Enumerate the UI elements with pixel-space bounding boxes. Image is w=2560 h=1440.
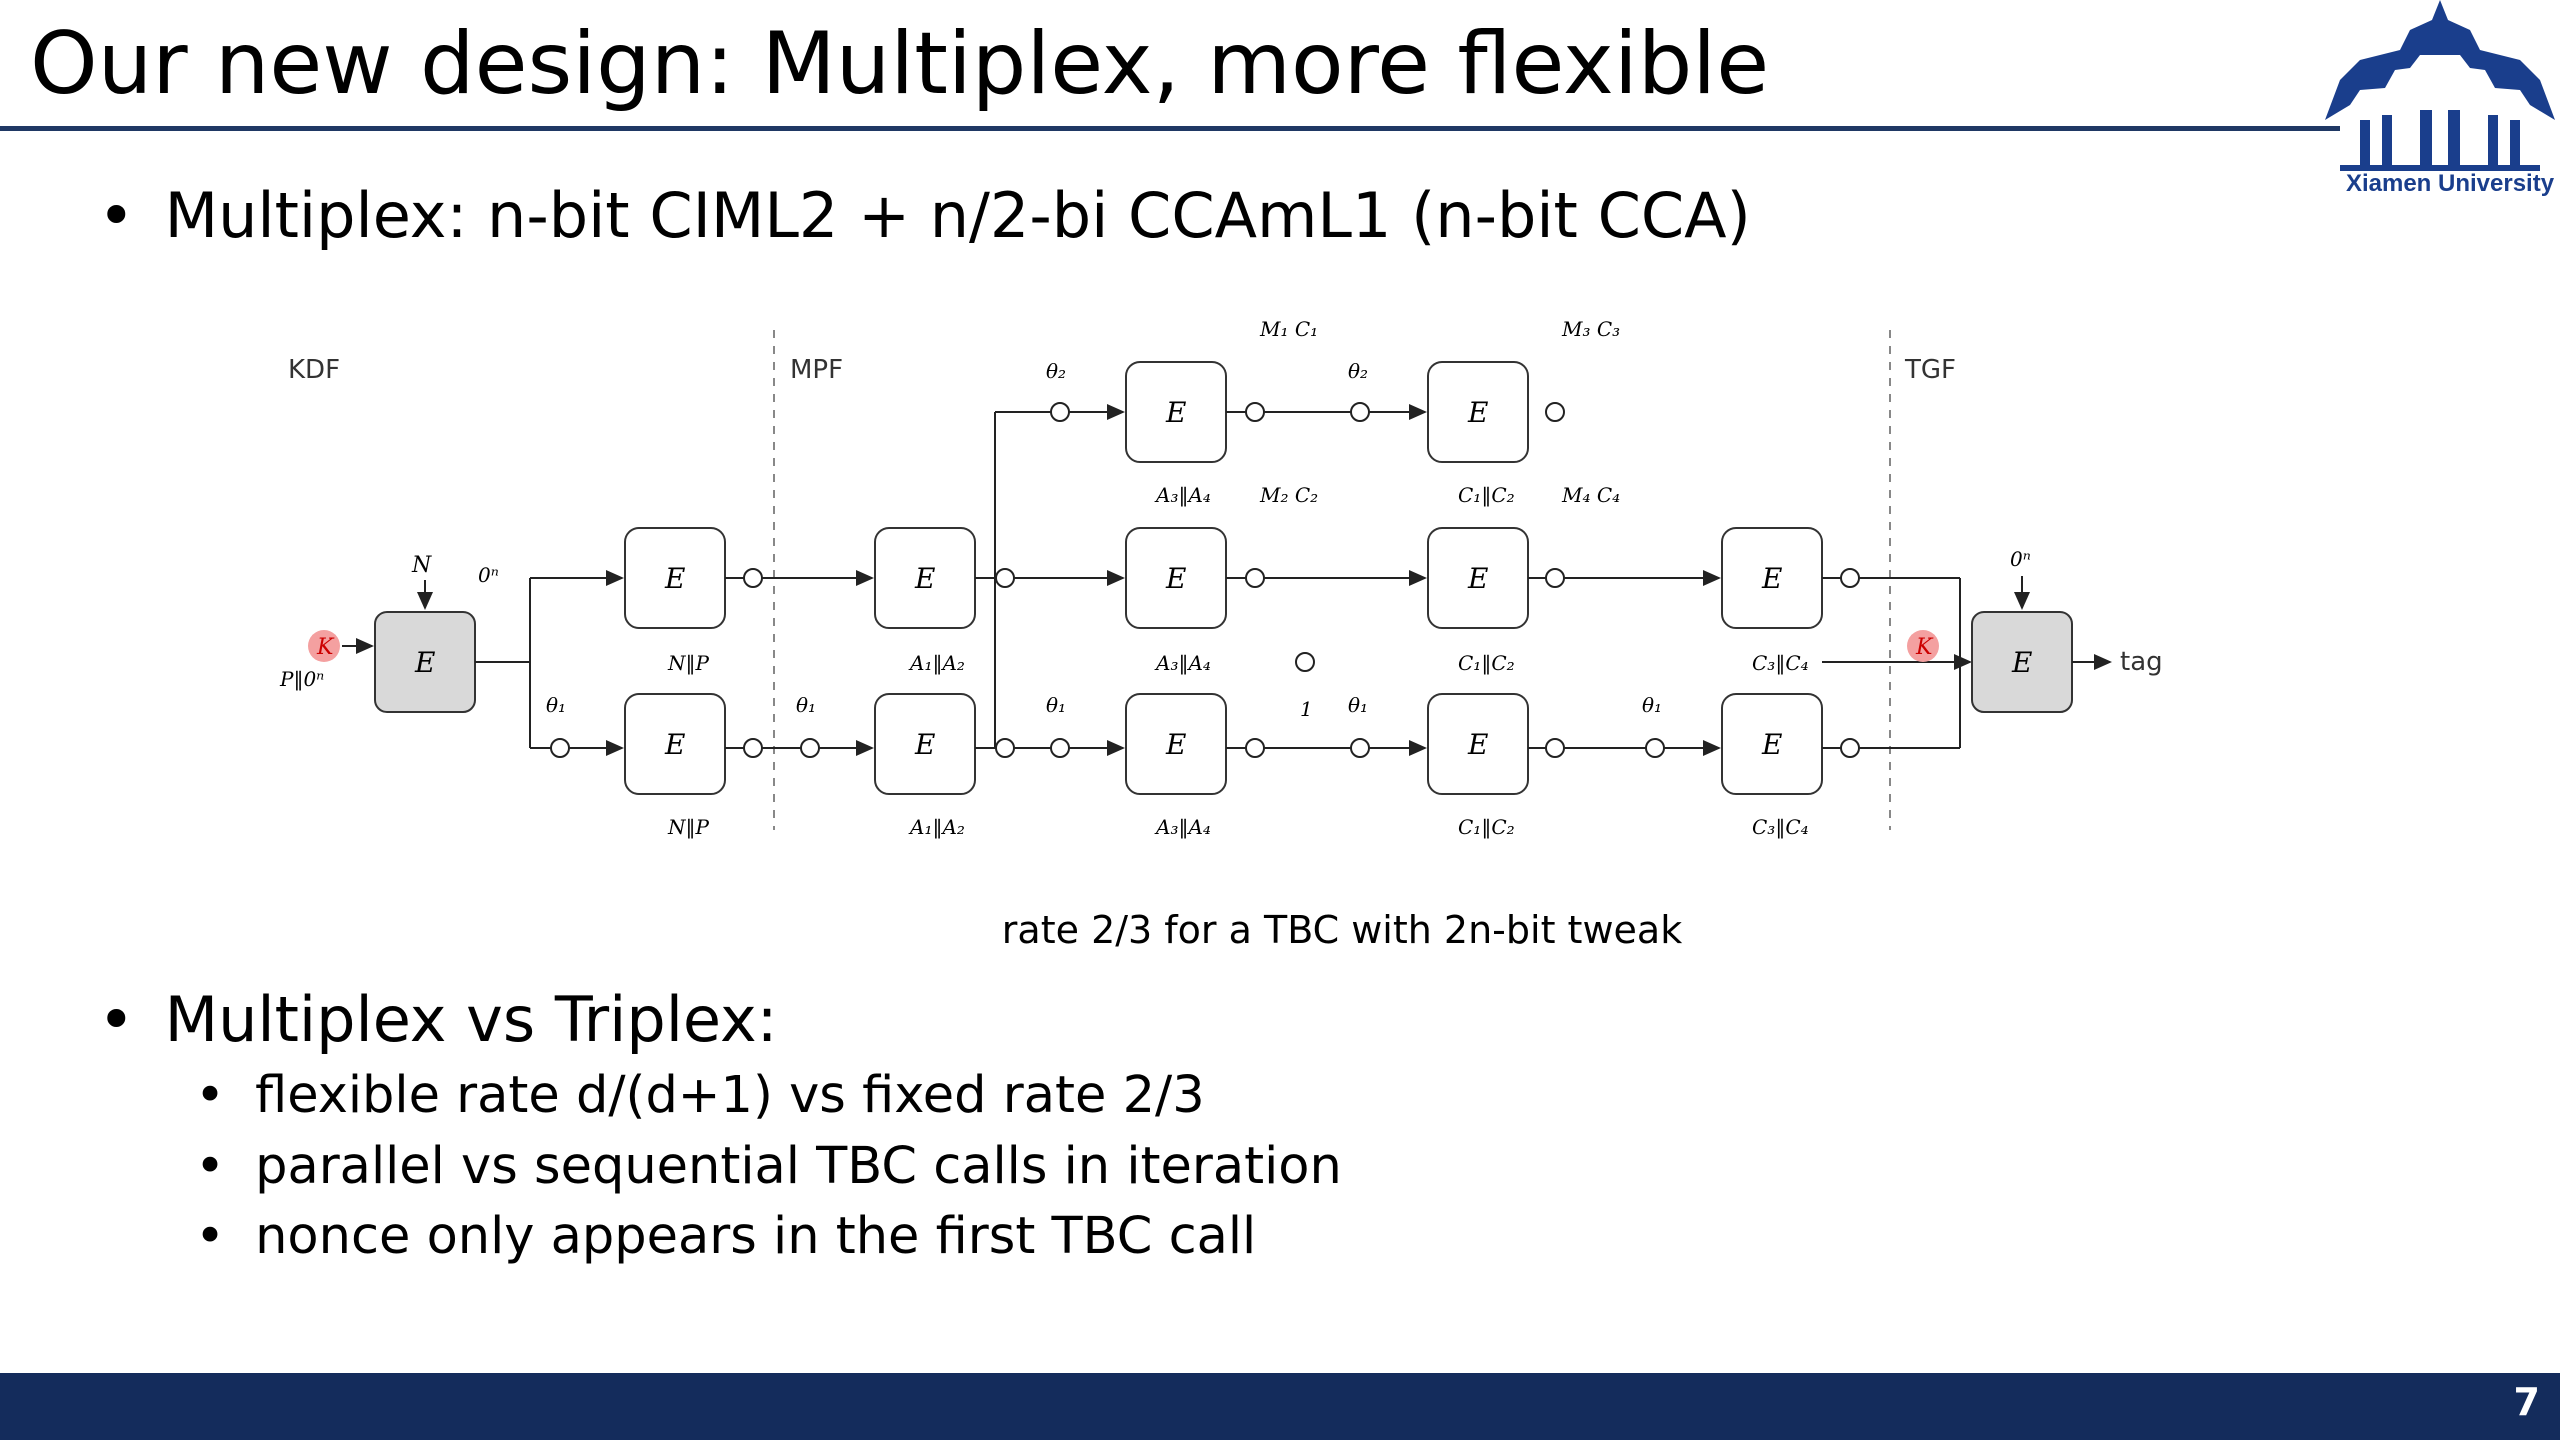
e-label-9: E bbox=[1467, 562, 1488, 595]
label-theta1-5: θ₁ bbox=[1642, 693, 1662, 717]
sub-bullet-2-text: parallel vs sequential TBC calls in iter… bbox=[255, 1137, 1342, 1196]
sub-bullet-3: •nonce only appears in the first TBC cal… bbox=[195, 1207, 1257, 1266]
sub-bullet-1: •flexible rate d/(d+1) vs fixed rate 2/3 bbox=[195, 1066, 1205, 1125]
label-m2c2: M₂ C₂ bbox=[1259, 483, 1318, 507]
label-theta2-1: θ₂ bbox=[1046, 359, 1066, 383]
sub-bullet-1-text: flexible rate d/(d+1) vs fixed rate 2/3 bbox=[255, 1066, 1205, 1125]
label-theta1-2: θ₁ bbox=[796, 693, 816, 717]
label-theta2-2: θ₂ bbox=[1348, 359, 1368, 383]
bullet-multiplex-text: Multiplex: n-bit CIML2 + n/2-bi CCAmL1 (… bbox=[164, 179, 1751, 252]
label-c34-1: C₃‖C₄ bbox=[1752, 651, 1809, 676]
e-label-1: E bbox=[664, 562, 685, 595]
nonce-label: N bbox=[411, 553, 432, 578]
e-label-4: E bbox=[914, 728, 935, 761]
xor-nodes bbox=[550, 402, 1860, 758]
label-c12-1: C₁‖C₂ bbox=[1458, 483, 1515, 508]
section-kdf: KDF bbox=[288, 355, 340, 385]
label-a34-1: A₃‖A₄ bbox=[1154, 483, 1211, 508]
e-label-6: E bbox=[1165, 562, 1186, 595]
slide-title: Our new design: Multiplex, more flexible bbox=[30, 14, 1770, 114]
e-label-5: E bbox=[1165, 396, 1186, 429]
label-m3c3: M₃ C₃ bbox=[1561, 317, 1620, 341]
label-np-2: N‖P bbox=[667, 815, 710, 840]
zero-label-kdf: 0ⁿ bbox=[478, 563, 499, 587]
zero-label-tgf: 0ⁿ bbox=[2010, 547, 2031, 571]
label-a12-2: A₁‖A₂ bbox=[908, 815, 965, 840]
key-label-kdf: K bbox=[316, 635, 335, 660]
bullet-comparison: •Multiplex vs Triplex: bbox=[98, 983, 778, 1056]
label-theta1-4: θ₁ bbox=[1348, 693, 1368, 717]
bullet-comparison-text: Multiplex vs Triplex: bbox=[164, 983, 778, 1056]
tag-label: tag bbox=[2120, 647, 2163, 677]
pad-label: P‖0ⁿ bbox=[279, 667, 324, 692]
section-mpf: MPF bbox=[790, 355, 843, 385]
key-label-tgf: K bbox=[1915, 635, 1934, 660]
label-c34-2: C₃‖C₄ bbox=[1752, 815, 1809, 840]
label-c12-2: C₁‖C₂ bbox=[1458, 651, 1515, 676]
logo-text: Xiamen University bbox=[2345, 170, 2555, 197]
label-one: 1 bbox=[1300, 697, 1313, 721]
key-circle-tgf bbox=[1907, 630, 1939, 662]
title-underline bbox=[0, 126, 2340, 131]
tgf-e-label: E bbox=[2011, 646, 2032, 679]
sub-bullet-2: •parallel vs sequential TBC calls in ite… bbox=[195, 1137, 1342, 1196]
label-np-1: N‖P bbox=[667, 651, 710, 676]
bullet-multiplex: •Multiplex: n-bit CIML2 + n/2-bi CCAmL1 … bbox=[98, 179, 1751, 252]
label-m1c1: M₁ C₁ bbox=[1259, 317, 1318, 341]
xiamen-university-logo bbox=[2325, 0, 2555, 171]
e-label-2: E bbox=[664, 728, 685, 761]
e-label-3: E bbox=[914, 562, 935, 595]
page-number: 7 bbox=[2513, 1380, 2540, 1424]
label-a12-1: A₁‖A₂ bbox=[908, 651, 965, 676]
kdf-e-label: E bbox=[414, 646, 435, 679]
e-label-12: E bbox=[1761, 728, 1782, 761]
label-c12-3: C₁‖C₂ bbox=[1458, 815, 1515, 840]
key-circle-kdf bbox=[308, 630, 340, 662]
label-a34-2: A₃‖A₄ bbox=[1154, 651, 1211, 676]
label-a34-3: A₃‖A₄ bbox=[1154, 815, 1211, 840]
mpf-blocks bbox=[624, 361, 1823, 795]
label-theta1-3: θ₁ bbox=[1046, 693, 1066, 717]
e-label-7: E bbox=[1165, 728, 1186, 761]
section-tgf: TGF bbox=[1904, 355, 1956, 385]
diagram-caption: rate 2/3 for a TBC with 2n-bit tweak bbox=[1001, 908, 1683, 952]
footer-bar bbox=[0, 1373, 2560, 1440]
sub-bullet-3-text: nonce only appears in the first TBC call bbox=[255, 1207, 1257, 1266]
e-label-10: E bbox=[1467, 728, 1488, 761]
label-theta1-1: θ₁ bbox=[546, 693, 566, 717]
multiplex-diagram: KDF MPF TGF K E N P‖0ⁿ 0ⁿ E E E E E E E … bbox=[279, 317, 2163, 840]
e-label-8: E bbox=[1467, 396, 1488, 429]
label-m4c4: M₄ C₄ bbox=[1561, 483, 1620, 507]
e-label-11: E bbox=[1761, 562, 1782, 595]
